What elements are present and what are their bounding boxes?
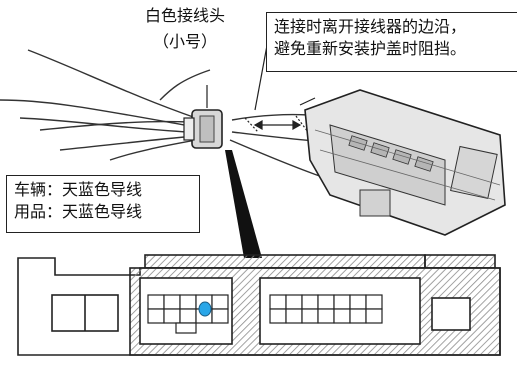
wire-color-box: 车辆：天蓝色导线 用品：天蓝色导线 [6,175,200,233]
clearance-note-box: 连接时离开接线器的边沿， 避免重新安装护盖时阻挡。 [266,12,517,72]
connector-face-view [17,254,501,356]
pointer-wedge [225,150,262,258]
vehicle-wire-label: 车辆：天蓝色导线 [14,180,143,199]
note-line-2: 避免重新安装护盖时阻挡。 [274,39,467,58]
accessory-wire-label: 用品：天蓝色导线 [14,202,143,221]
clearance-arrow [244,97,316,133]
junction-block [304,89,506,236]
right-pin-grid [269,294,383,324]
white-connector-small [183,85,223,149]
note-line-1: 连接时离开接线器的边沿， [274,17,467,36]
sky-blue-wire-pin [198,301,212,317]
white-connector-label: 白色接线头 [144,6,225,25]
note-leader-line [254,39,269,111]
white-connector-size-label: （小号） [152,32,217,51]
left-pin-grid [147,294,229,334]
